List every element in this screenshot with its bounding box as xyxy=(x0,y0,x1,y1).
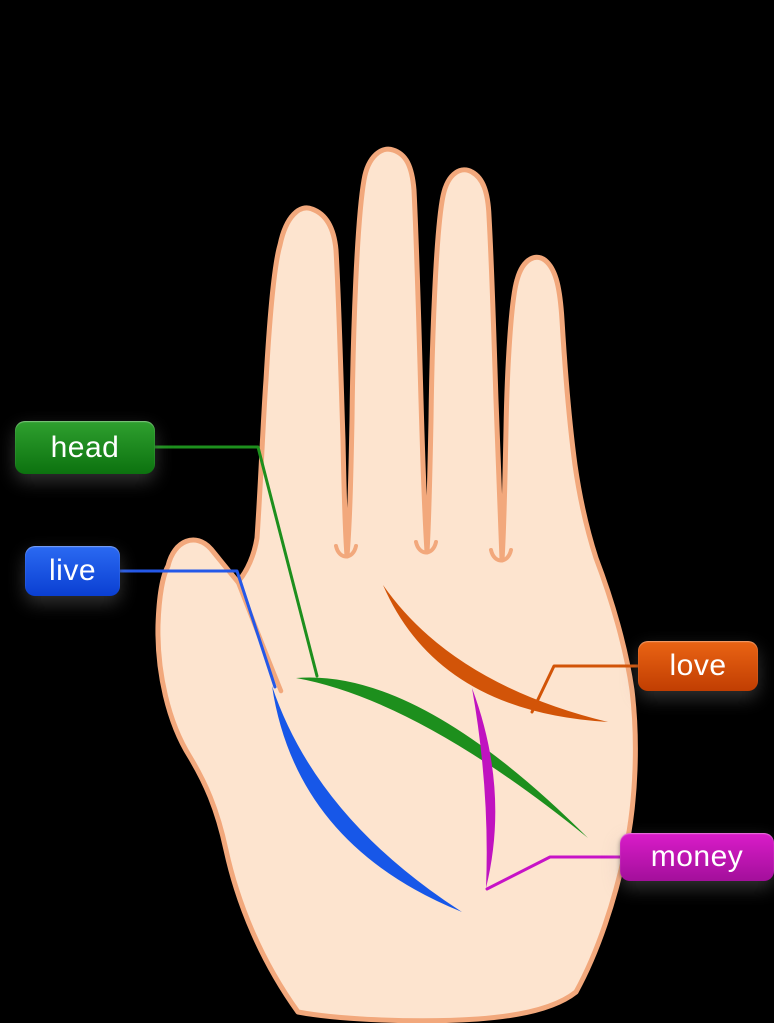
hand-silhouette xyxy=(155,146,638,1023)
head-label-text: head xyxy=(50,430,120,464)
live-label-badge: live xyxy=(25,546,120,596)
head-label-badge: head xyxy=(15,421,155,474)
money-line xyxy=(472,688,496,888)
love-label-badge: love xyxy=(638,641,758,691)
head-connector-line xyxy=(153,445,319,678)
money-connector-line xyxy=(485,855,622,891)
love-label-text: love xyxy=(669,649,727,682)
money-label-badge: money xyxy=(620,833,774,881)
money-label-text: money xyxy=(650,840,744,873)
live-label-text: live xyxy=(48,554,96,587)
love-connector-line xyxy=(530,664,640,714)
finger-webbing-line xyxy=(489,548,513,563)
live-connector-line xyxy=(118,569,277,689)
heart-line xyxy=(383,585,608,722)
finger-webbing-line xyxy=(334,544,358,559)
finger-webbing-line xyxy=(414,540,438,555)
